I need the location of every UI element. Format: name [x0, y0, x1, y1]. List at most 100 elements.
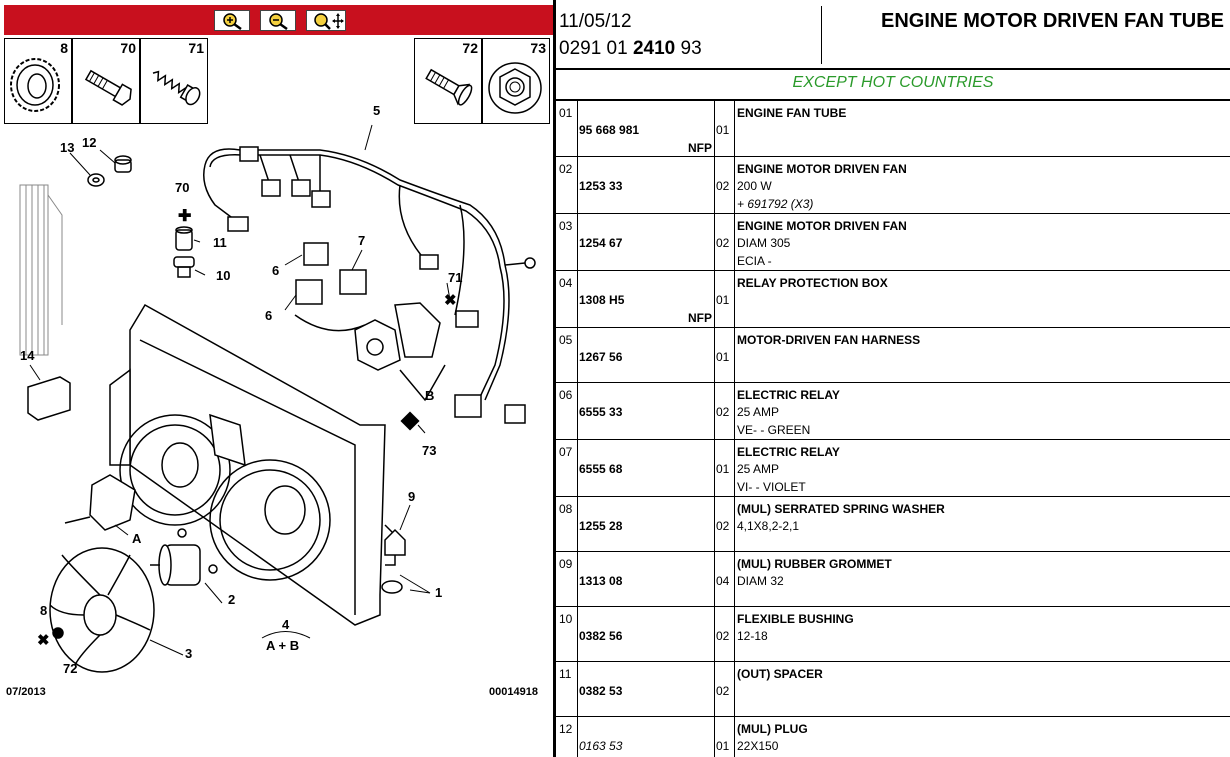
part-index: 05 — [559, 333, 573, 347]
part-index: 07 — [559, 445, 573, 459]
part-detail-2: ECIA - — [737, 254, 772, 268]
callout-a[interactable]: A — [132, 531, 142, 546]
part-reference[interactable]: 0163 53 — [579, 739, 623, 753]
callout-7[interactable]: 7 — [358, 233, 365, 248]
zoom-out-button[interactable] — [260, 10, 296, 31]
cell-index: 10 — [556, 607, 578, 661]
zoom-move-button[interactable] — [306, 10, 346, 31]
part-reference[interactable]: 6555 33 — [579, 405, 623, 419]
cell-quantity: 02 — [714, 383, 735, 439]
callout-72[interactable]: 72 — [63, 661, 77, 676]
thumb-serrated-washer[interactable]: 8 — [4, 38, 72, 124]
callout-8[interactable]: 8 — [40, 603, 47, 618]
part-index: 11 — [559, 667, 572, 681]
part-index: 10 — [559, 612, 573, 626]
part-reference[interactable]: 0382 56 — [579, 629, 623, 643]
part-detail-1: 4,1X8,2-2,1 — [737, 519, 800, 533]
cell-quantity: 02 — [714, 214, 735, 270]
part-reference[interactable]: 95 668 981 — [579, 123, 640, 137]
callout-4[interactable]: 4 — [282, 617, 290, 632]
cell-reference: 1254 67 — [577, 214, 715, 270]
callout-5[interactable]: 5 — [373, 103, 380, 118]
cell-index: 02 — [556, 157, 578, 213]
nut-73-marker — [400, 411, 420, 431]
callout-73[interactable]: 73 — [422, 443, 436, 458]
cell-index: 06 — [556, 383, 578, 439]
part-reference[interactable]: 1267 56 — [579, 350, 623, 364]
callout-1[interactable]: 1 — [435, 585, 442, 600]
part-reference[interactable]: 6555 68 — [579, 462, 623, 476]
cell-reference: 0163 53 — [577, 717, 715, 757]
thumb-bolt[interactable]: 70 — [72, 38, 140, 124]
zoom-in-button[interactable] — [214, 10, 250, 31]
cross-icon: ✖ — [37, 632, 50, 649]
spacer-11 — [175, 229, 193, 251]
note-separator — [556, 99, 1230, 101]
part-reference[interactable]: 1253 33 — [579, 179, 623, 193]
part-reference[interactable]: 1255 28 — [579, 519, 623, 533]
part-reference[interactable]: 1254 67 — [579, 236, 623, 250]
part-description: FLEXIBLE BUSHING — [737, 612, 854, 626]
relay-protection-box — [354, 302, 446, 402]
thumb-countersunk-screw[interactable]: 72 — [414, 38, 482, 124]
callout-a-plus-b[interactable]: A + B — [266, 638, 299, 653]
thumb-flange-nut[interactable]: 73 — [482, 38, 550, 124]
cell-reference: 1253 33 — [577, 157, 715, 213]
part-reference[interactable]: 1313 08 — [579, 574, 623, 588]
callout-70[interactable]: 70 — [175, 180, 189, 195]
countersunk-screw-icon — [425, 68, 473, 106]
thumb-number: 72 — [462, 40, 478, 56]
part-quantity: 04 — [716, 574, 730, 588]
callout-14[interactable]: 14 — [20, 348, 35, 363]
callout-6a[interactable]: 6 — [272, 263, 279, 278]
callout-9[interactable]: 9 — [408, 489, 415, 504]
part-quantity: 01 — [716, 350, 730, 364]
bracket-a — [89, 474, 136, 531]
callout-11[interactable]: 11 — [213, 235, 227, 250]
cell-index: 04 — [556, 271, 578, 327]
thumb-screw[interactable]: 71 — [140, 38, 208, 124]
part-detail-1: 200 W — [737, 179, 772, 193]
callout-12[interactable]: 12 — [82, 135, 96, 150]
part-description: (MUL) RUBBER GROMMET — [737, 557, 892, 571]
exploded-parts-diagram: 13 12 5 70 11 10 6 7 6 71 14 B 73 9 A 1 … — [19, 103, 536, 676]
part-quantity: 02 — [716, 405, 730, 419]
flange-nut-icon — [488, 62, 542, 114]
callout-13[interactable]: 13 — [60, 140, 74, 155]
nfp-flag: NFP — [688, 141, 712, 155]
callout-10[interactable]: 10 — [216, 268, 230, 283]
cell-quantity: 01 — [714, 328, 735, 382]
relay-6b — [295, 279, 323, 305]
part-reference[interactable]: 0382 53 — [579, 684, 623, 698]
callout-b[interactable]: B — [425, 388, 434, 403]
callout-6b[interactable]: 6 — [265, 308, 272, 323]
cell-reference: 1313 08 — [577, 552, 715, 606]
diagram-panel: 8 70 71 — [0, 0, 553, 757]
bushing-10 — [173, 256, 195, 268]
part-reference[interactable]: 1308 H5 — [579, 293, 625, 307]
parts-header: 11/05/12 0291 01 2410 93 ENGINE MOTOR DR… — [556, 0, 1230, 70]
callout-2[interactable]: 2 — [228, 592, 235, 607]
part-description: RELAY PROTECTION BOX — [737, 276, 888, 290]
part-detail-2: VI- - VIOLET — [737, 480, 806, 494]
part-index: 09 — [559, 557, 573, 571]
callout-3[interactable]: 3 — [185, 646, 192, 661]
part-quantity: 01 — [716, 739, 730, 753]
callout-71[interactable]: 71 — [448, 270, 462, 285]
part-detail-1: 12-18 — [737, 629, 768, 643]
